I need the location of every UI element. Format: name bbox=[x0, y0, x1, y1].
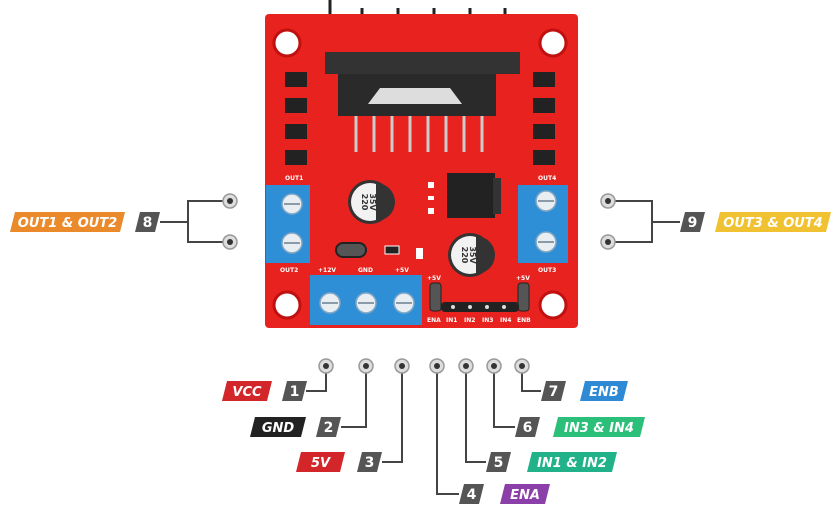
silk-out1: OUT1 bbox=[285, 175, 303, 182]
pin-label-tag bbox=[222, 381, 272, 401]
pin-marker-4 bbox=[429, 358, 445, 374]
pin-number: 5 bbox=[494, 455, 504, 471]
enb-jumper[interactable] bbox=[517, 282, 530, 312]
silk-out4: OUT4 bbox=[538, 175, 556, 182]
pin-marker-5 bbox=[458, 358, 474, 374]
mount-hole bbox=[538, 28, 568, 58]
pin-label: ENB bbox=[589, 385, 619, 400]
pin-marker-8b bbox=[222, 234, 238, 250]
pin-marker-8a bbox=[222, 193, 238, 209]
pin-callout-4: 4 ENA bbox=[459, 484, 550, 504]
power-led bbox=[416, 248, 423, 259]
l298n-chip bbox=[325, 52, 520, 152]
pin-number: 7 bbox=[549, 384, 559, 400]
pin-label-tag bbox=[296, 452, 345, 472]
silk-out3: OUT3 bbox=[538, 267, 556, 274]
silk-enb: ENB bbox=[517, 317, 531, 324]
pin-number: 8 bbox=[143, 215, 153, 231]
pin-callout-8: 8 OUT1 & OUT2 bbox=[10, 212, 160, 232]
ena-jumper[interactable] bbox=[429, 282, 442, 312]
silk-12v: +12V bbox=[318, 267, 336, 274]
pin-number-tag bbox=[135, 212, 160, 232]
pin-label: ENA bbox=[510, 488, 540, 503]
control-header bbox=[429, 282, 530, 312]
cap-value: 220 bbox=[460, 247, 469, 264]
silk-in3: IN3 bbox=[482, 317, 493, 324]
cap-brand: RVT bbox=[376, 193, 385, 211]
mount-hole bbox=[272, 28, 302, 58]
pin-callout-9: 9 OUT3 & OUT4 bbox=[680, 212, 831, 232]
pin-number-tag bbox=[316, 417, 341, 437]
pin-marker-3 bbox=[394, 358, 410, 374]
pin-callout-1: 1 VCC bbox=[222, 381, 307, 401]
silk-out2: OUT2 bbox=[280, 267, 298, 274]
mount-hole bbox=[272, 290, 302, 320]
diodes-left bbox=[285, 72, 307, 165]
pin-label-tag bbox=[553, 417, 645, 437]
pin-marker-7 bbox=[514, 358, 530, 374]
pin-number-tag bbox=[357, 452, 382, 472]
capacitor: 220 35V RVT bbox=[348, 180, 395, 224]
pin-number-tag bbox=[680, 212, 705, 232]
pin-label: IN1 & IN2 bbox=[537, 456, 607, 471]
pin-number: 2 bbox=[324, 420, 334, 436]
silk-5v-left: +5V bbox=[427, 275, 441, 282]
silk-5v: +5V bbox=[395, 267, 409, 274]
pin-label-tag bbox=[580, 381, 628, 401]
cap-voltage: 35V bbox=[468, 246, 477, 264]
power-terminal bbox=[310, 275, 422, 325]
pin-callout-3: 3 5V bbox=[296, 452, 382, 472]
smd-resistor bbox=[384, 245, 400, 255]
cap-voltage: 35V bbox=[368, 193, 377, 211]
pin-number-tag bbox=[282, 381, 307, 401]
pin-callout-5: 5 IN1 & IN2 bbox=[486, 452, 617, 472]
pin-label: OUT3 & OUT4 bbox=[723, 216, 822, 231]
pin-callout-6: 6 IN3 & IN4 bbox=[515, 417, 645, 437]
pin-marker-9a bbox=[600, 193, 616, 209]
pin-label: VCC bbox=[232, 385, 262, 400]
pin-label-tag bbox=[250, 417, 306, 437]
silk-ena: ENA bbox=[427, 317, 441, 324]
out3-out4-terminal bbox=[518, 185, 568, 263]
silk-5v-right: +5V bbox=[516, 275, 530, 282]
12v-jumper[interactable] bbox=[335, 242, 367, 258]
diodes-right bbox=[533, 72, 555, 165]
pin-number: 3 bbox=[365, 455, 375, 471]
voltage-regulator bbox=[428, 173, 501, 218]
cap-value: 220 bbox=[360, 194, 369, 211]
silk-gnd: GND bbox=[358, 267, 373, 274]
pin-callout-2: 2 GND bbox=[250, 417, 341, 437]
pin-label-tag bbox=[500, 484, 550, 504]
cap-brand: RVT bbox=[476, 246, 485, 264]
pin-marker-1 bbox=[318, 358, 334, 374]
silk-in4: IN4 bbox=[500, 317, 511, 324]
pin-number: 1 bbox=[290, 384, 300, 400]
pin-label-tag bbox=[715, 212, 831, 232]
pin-marker-6 bbox=[486, 358, 502, 374]
pin-marker-2 bbox=[358, 358, 374, 374]
motor-driver-board: OUT1 OUT4 OUT2 OUT3 220 35V RVT 220 35V bbox=[265, 0, 578, 328]
pin-label: IN3 & IN4 bbox=[564, 421, 634, 436]
pin-number-tag bbox=[541, 381, 566, 401]
pin-label: 5V bbox=[311, 456, 331, 471]
pin-number-tag bbox=[459, 484, 484, 504]
pin-number-tag bbox=[515, 417, 540, 437]
pin-number: 4 bbox=[467, 487, 477, 503]
pin-label: GND bbox=[262, 421, 295, 436]
mount-hole bbox=[538, 290, 568, 320]
pin-label-tag bbox=[527, 452, 617, 472]
pin-callout-7: 7 ENB bbox=[541, 381, 628, 401]
pin-marker-9b bbox=[600, 234, 616, 250]
leader-lines bbox=[160, 200, 680, 495]
out1-out2-terminal bbox=[266, 185, 310, 263]
silk-in1: IN1 bbox=[446, 317, 457, 324]
pin-number-tag bbox=[486, 452, 511, 472]
pin-number: 9 bbox=[688, 215, 698, 231]
pin-number: 6 bbox=[523, 420, 533, 436]
pin-label-tag bbox=[10, 212, 125, 232]
pin-label: OUT1 & OUT2 bbox=[18, 216, 117, 231]
silk-in2: IN2 bbox=[464, 317, 475, 324]
capacitor: 220 35V RVT bbox=[448, 233, 495, 277]
